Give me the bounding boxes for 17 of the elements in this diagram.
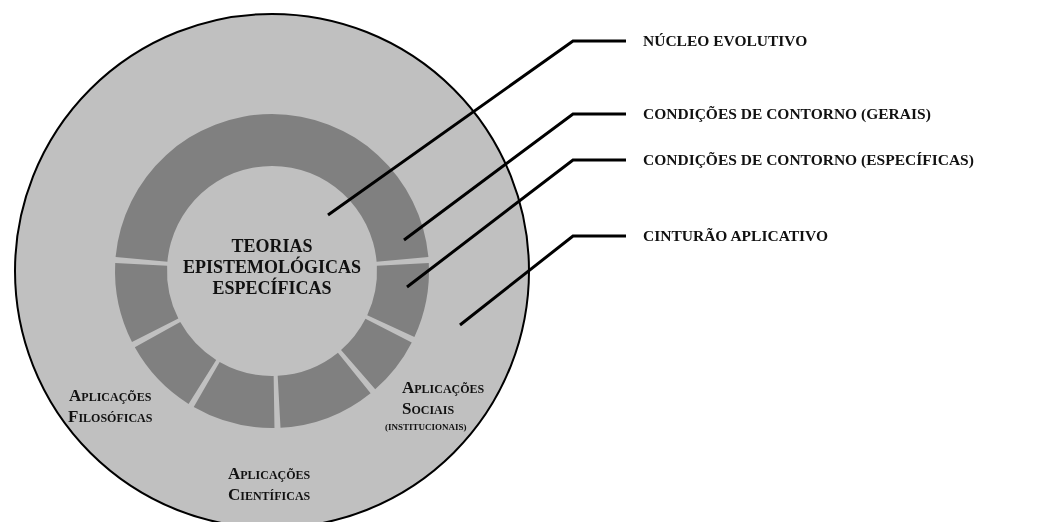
ring-segment <box>277 352 371 428</box>
callout-label: NÚCLEO EVOLUTIVO <box>626 31 808 51</box>
region-label: Aplicações Sociais <box>402 377 485 419</box>
leader-line <box>327 39 626 217</box>
ring-segment <box>115 263 179 343</box>
callout-label: CONDIÇÕES DE CONTORNO (ESPECÍFICAS) <box>626 150 974 170</box>
region-label: Aplicações Científicas <box>228 463 311 505</box>
ring-segment <box>193 362 275 428</box>
callout-label: CONDIÇÕES DE CONTORNO (GERAIS) <box>626 104 931 124</box>
callout-label: CINTURÃO APLICATIVO <box>626 226 828 246</box>
ring-segment <box>367 263 429 338</box>
region-label: (INSTITUCIONAIS) <box>385 422 467 433</box>
leader-line <box>459 234 626 327</box>
leader-line <box>403 112 626 242</box>
region-label: Aplicações Filosóficas <box>68 385 153 427</box>
core-label: TEORIAS EPISTEMOLÓGICAS ESPECÍFICAS <box>182 235 361 299</box>
leader-line <box>406 158 626 289</box>
